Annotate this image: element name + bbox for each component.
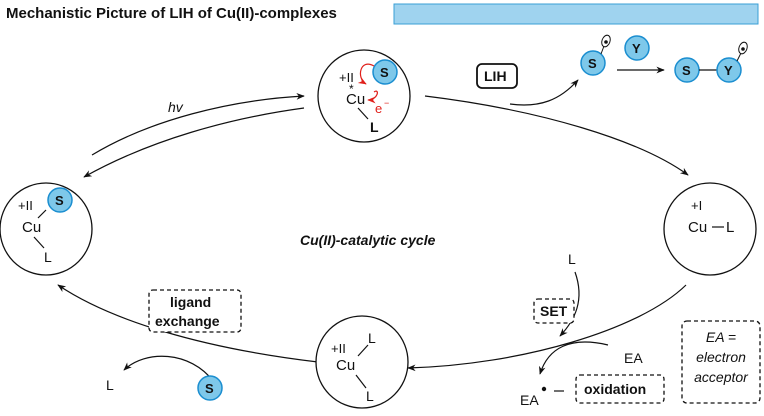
bottom-complex: +II L Cu L	[315, 315, 409, 409]
left-ox-state: +II	[18, 198, 33, 213]
set-incoming-L: L	[568, 251, 576, 267]
right-metal: Cu	[688, 219, 707, 236]
bottom-metal: Cu	[336, 357, 355, 374]
right-complex-circle	[663, 182, 757, 276]
left-substrate-ball	[47, 187, 73, 213]
bottom-ligand-top: L	[368, 330, 376, 346]
ea-legend-line2: electron	[696, 349, 746, 365]
arrow-EA-reduction	[539, 341, 609, 375]
oxidation-label: oxidation	[584, 381, 646, 397]
top-substrate-ball	[372, 59, 398, 85]
set-box-label: SET	[540, 303, 568, 319]
page-title: Mechanistic Picture of LIH of Cu(II)-com…	[6, 5, 337, 22]
right-ligand: L	[726, 219, 734, 236]
bottom-bond-L-top	[357, 344, 369, 357]
product-Y-label: Y	[724, 63, 733, 78]
left-complex: +II S Cu L	[0, 182, 93, 276]
right-complex: +I Cu L	[663, 182, 757, 276]
radical-S-label: S	[588, 56, 597, 71]
bottom-complex-circle	[315, 315, 409, 409]
incoming-S-ball	[197, 375, 223, 401]
arrow-right-to-bottom	[407, 284, 687, 372]
top-excited-star: *	[349, 82, 354, 96]
top-ligand: L	[370, 119, 379, 135]
hv-label: hv	[168, 99, 184, 115]
oxidation-box	[575, 374, 665, 404]
ligand-exchange-branch: ligand exchange L S	[106, 289, 242, 401]
ea-legend: EA = electron acceptor	[681, 320, 761, 404]
product-Y-ball	[716, 57, 742, 83]
red-curved-arrow-2	[367, 90, 378, 104]
left-metal: Cu	[22, 219, 41, 236]
right-ox-state: +I	[691, 198, 702, 213]
ea-legend-line3: acceptor	[694, 369, 749, 385]
reagent-Y-label: Y	[632, 41, 641, 56]
arrow-top-to-right	[424, 95, 689, 176]
left-substrate-label: S	[55, 193, 64, 208]
reagent-Y-ball	[624, 35, 650, 61]
arrow-L-in	[559, 271, 580, 337]
product-orbital-stem	[736, 52, 742, 62]
arrow-relaxation	[83, 107, 305, 178]
top-substrate-label: S	[380, 65, 389, 80]
ea-legend-line1: EA =	[706, 329, 736, 345]
ligand-exchange-box	[148, 289, 242, 333]
header-accent-bar	[393, 3, 759, 25]
lih-box	[476, 63, 518, 89]
product-S-label: S	[682, 63, 691, 78]
electron-charge: −	[384, 98, 389, 108]
lih-branch: LIH S Y S Y	[476, 34, 748, 106]
ligand-exchange-line1: ligand	[170, 294, 211, 310]
ea-legend-box	[681, 320, 761, 404]
released-L: L	[106, 377, 114, 393]
top-bond-L	[357, 107, 369, 120]
incoming-S-label: S	[205, 381, 214, 396]
electron-label: e	[375, 101, 382, 116]
left-ligand: L	[44, 249, 52, 265]
cycle-center-label: Cu(II)-catalytic cycle	[300, 232, 436, 248]
EA-radical-label: EA	[520, 392, 539, 408]
bottom-ligand-bottom: L	[366, 388, 374, 404]
bottom-bond-L-bottom	[355, 374, 367, 389]
set-box	[533, 298, 575, 324]
red-curved-arrow-1	[357, 63, 375, 85]
top-ox-state: +II	[339, 70, 354, 85]
radical-S-ball	[580, 50, 606, 76]
left-bond-L	[33, 236, 45, 249]
radical-orbital-stem	[600, 45, 605, 55]
EA-radical-dot	[541, 386, 547, 392]
top-complex: +II * Cu L S e −	[317, 49, 411, 143]
left-bond-S	[37, 209, 47, 219]
arrow-hv-excitation	[91, 93, 305, 156]
set-branch: L SET EA EA oxidation	[520, 251, 665, 408]
ligand-exchange-line2: exchange	[155, 313, 220, 329]
radical-dot	[604, 40, 608, 44]
bottom-ox-state: +II	[331, 341, 346, 356]
arrow-L-release	[123, 355, 215, 383]
top-metal: Cu	[346, 91, 365, 108]
lih-box-label: LIH	[484, 68, 507, 84]
product-radical-dot	[741, 47, 745, 51]
EA-label: EA	[624, 350, 643, 366]
arrow-to-radical	[509, 79, 579, 106]
